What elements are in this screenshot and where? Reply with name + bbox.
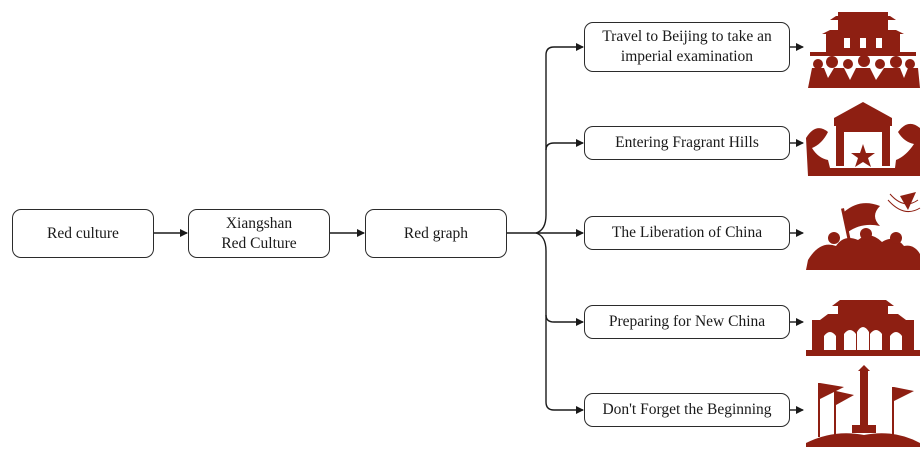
node-red-culture: Red culture: [12, 209, 154, 258]
edge-branch-5: [535, 232, 584, 414]
liberation-flag-battle-papercut-icon: [806, 192, 921, 270]
node-red-graph: Red graph: [365, 209, 507, 258]
branch-1-label-line2: imperial examination: [620, 48, 754, 65]
node-branch-new-china: Preparing for New China: [584, 305, 790, 339]
tiananmen-gate-papercut-icon: [806, 300, 920, 356]
tiananmen-crowd-papercut-icon: [808, 12, 920, 88]
branch-1-label-line1: Travel to Beijing to take an: [602, 28, 772, 45]
edge-branch-2: [545, 139, 584, 151]
fragrant-hills-gate-papercut-icon: [806, 102, 920, 176]
monument-flags-papercut-icon: [806, 365, 920, 447]
branch-4-label: Preparing for New China: [608, 313, 766, 330]
node-xiangshan-red-culture: Xiangshan Red Culture: [188, 209, 330, 258]
node-branch-imperial-exam: Travel to Beijing to take an imperial ex…: [584, 22, 790, 72]
branch-3-label: The Liberation of China: [611, 224, 763, 241]
branch-5-label: Don't Forget the Beginning: [602, 401, 772, 418]
edge-branch-4: [545, 314, 584, 326]
node-xiangshan-label-line2: Red Culture: [221, 234, 297, 252]
branch-2-label: Entering Fragrant Hills: [615, 134, 759, 151]
node-branch-forget-beginning: Don't Forget the Beginning: [584, 393, 790, 427]
node-xiangshan-label-line1: Xiangshan: [225, 214, 293, 232]
node-red-graph-label: Red graph: [403, 224, 469, 242]
node-branch-fragrant-hills: Entering Fragrant Hills: [584, 126, 790, 160]
edge-branch-1: [535, 43, 584, 234]
node-red-culture-label: Red culture: [47, 224, 119, 242]
node-branch-liberation: The Liberation of China: [584, 216, 790, 250]
